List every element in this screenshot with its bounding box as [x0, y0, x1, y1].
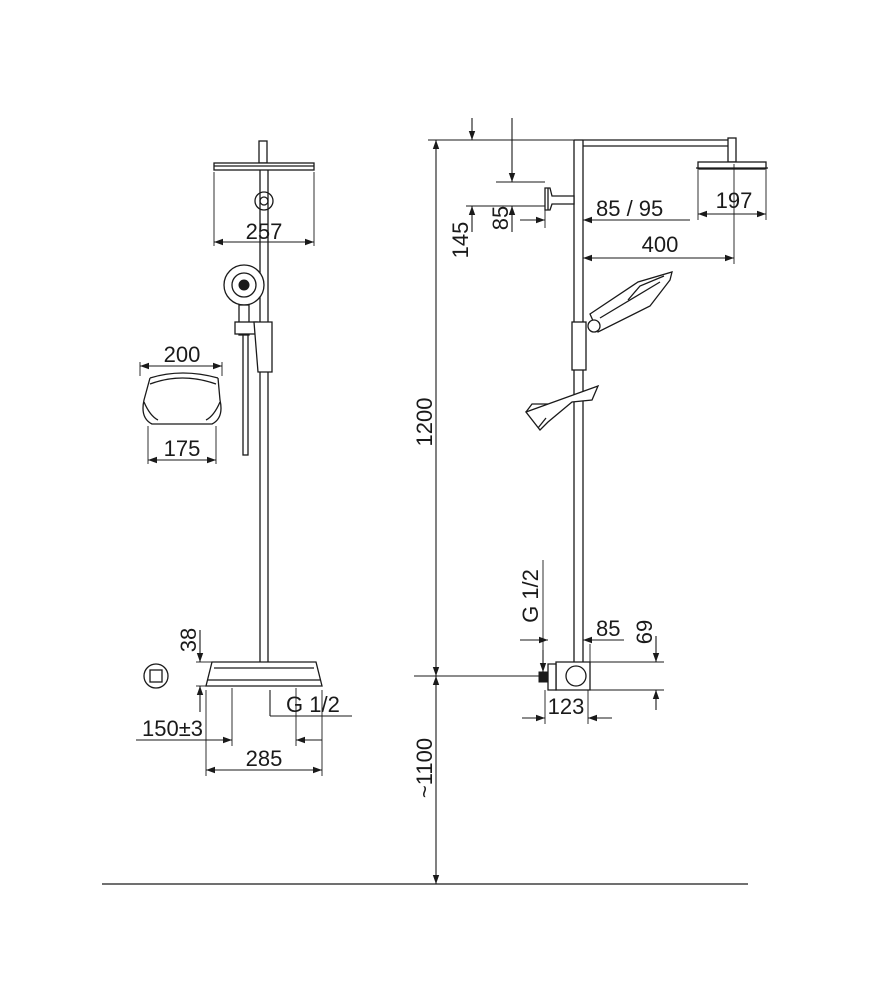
- front-shelf-detail: [142, 372, 222, 425]
- dim-thermostat-offset: 69: [632, 620, 657, 644]
- front-overhead-shower: [213, 140, 315, 211]
- side-dimensions: 145 85 85 / 95 197 400 1200: [412, 118, 767, 884]
- dim-thermostat-width: 285: [246, 746, 283, 771]
- side-hand-shower: [571, 271, 673, 371]
- dim-floor-height: ~1100: [412, 738, 437, 798]
- dim-shower-head-width: 257: [246, 219, 283, 244]
- dim-thermostat-height: 38: [176, 628, 201, 652]
- dim-arm-length: 400: [642, 232, 679, 257]
- dim-bracket-height: 85: [488, 206, 513, 230]
- dim-shelf-bottom: 175: [164, 436, 201, 461]
- front-dimensions: 257 200 175 38 G 1/2: [136, 172, 352, 776]
- side-wall-bracket: [544, 187, 575, 211]
- dim-bracket-depth: 85 / 95: [596, 196, 663, 221]
- dim-shelf-top: 200: [164, 342, 201, 367]
- dim-arm-height: 145: [448, 222, 473, 259]
- front-view: 257 200 175 38 G 1/2: [136, 140, 352, 776]
- dim-thermostat-depth-top: 85: [596, 616, 620, 641]
- dim-connection-side: G 1/2: [518, 569, 543, 623]
- side-overhead-arm: [583, 137, 768, 170]
- front-wall-connector: [143, 663, 169, 689]
- dim-connection-front: G 1/2: [286, 692, 340, 717]
- side-shelf: [524, 384, 600, 431]
- dim-thermostat-depth: 123: [548, 694, 585, 719]
- dim-column-height: 1200: [412, 398, 437, 447]
- front-hand-shower: [223, 264, 273, 456]
- side-thermostat: [538, 661, 591, 691]
- side-view: 145 85 85 / 95 197 400 1200: [412, 118, 768, 884]
- front-thermostat: [205, 661, 323, 687]
- dim-wall-centres: 150±3: [142, 716, 203, 741]
